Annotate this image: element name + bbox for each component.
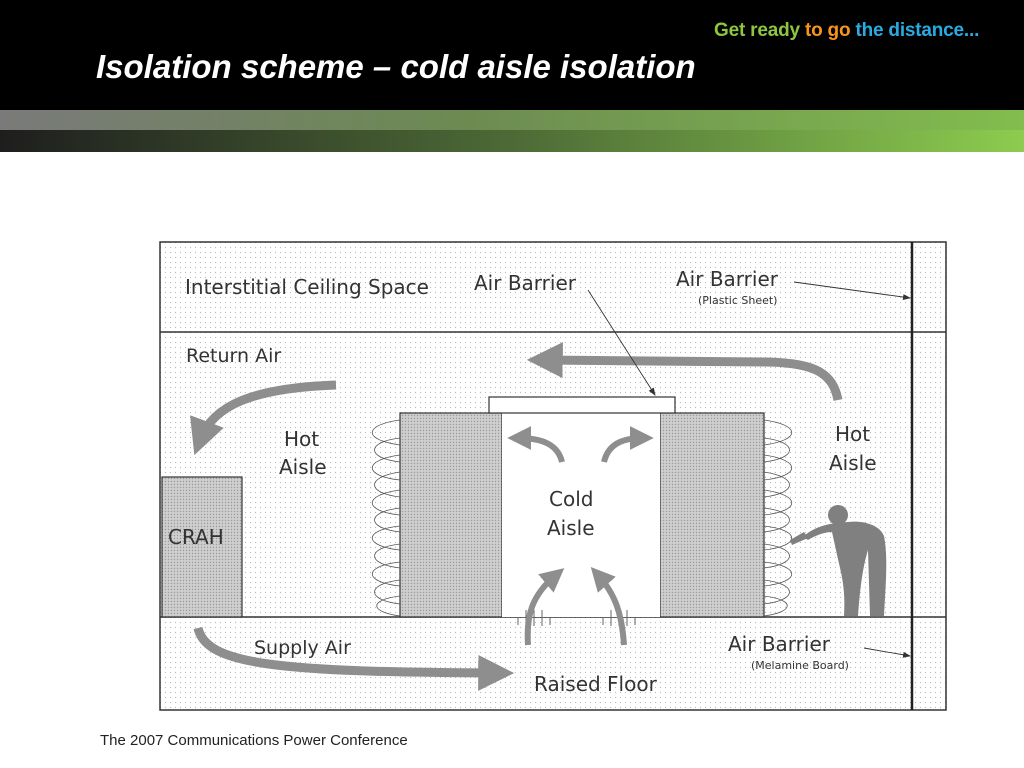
cable-coils-left: [371, 419, 401, 617]
slide-title: Isolation scheme – cold aisle isolation: [96, 48, 696, 85]
tagline: Get ready to go the distance...: [714, 20, 979, 42]
label-cold-aisle-2: Aisle: [547, 516, 595, 540]
supply-air-arrow: [193, 626, 515, 691]
label-return-air: Return Air: [186, 345, 281, 367]
cable-coils-right: [763, 419, 793, 617]
accent-band-lower: [0, 130, 1024, 152]
tagline-part-2: to go: [804, 20, 856, 41]
footer-text: The 2007 Communications Power Conference: [100, 732, 408, 749]
label-hot-aisle-right-1: Hot: [835, 422, 870, 446]
cold-flow-arrow-left: [507, 426, 565, 463]
hot-aisle-return-arrow: [526, 342, 843, 402]
label-hot-aisle-left-2: Aisle: [279, 455, 327, 479]
accent-band: [0, 110, 1024, 130]
cold-flow-arrow-right: [601, 426, 654, 463]
label-cold-aisle-1: Cold: [549, 487, 593, 511]
label-crah: CRAH: [168, 525, 224, 549]
label-air-barrier-top: Air Barrier: [474, 271, 577, 295]
air-barrier-top-plate: [488, 396, 676, 414]
cold-aisle-space: [502, 413, 660, 617]
isolation-diagram: Interstitial Ceiling Space Air Barrier A…: [159, 241, 947, 711]
tagline-part-1: Get ready: [714, 20, 805, 41]
floor-vent-left: [517, 610, 551, 626]
label-air-barrier-right: Air Barrier: [676, 267, 779, 291]
crah-unit: [161, 476, 243, 618]
tagline-part-3: the distance...: [855, 20, 980, 41]
label-raised-floor: Raised Floor: [534, 672, 658, 696]
label-plastic-sheet: (Plastic Sheet): [698, 294, 777, 307]
floor-rise-arrow-left: [524, 568, 565, 646]
return-air-arrow: [190, 380, 337, 456]
label-hot-aisle-left-1: Hot: [284, 427, 319, 451]
label-supply-air: Supply Air: [254, 637, 351, 659]
leader-lines: [587, 281, 911, 658]
header-bar: [0, 0, 1024, 110]
rack-left: [399, 412, 503, 618]
label-hot-aisle-right-2: Aisle: [829, 451, 877, 475]
airflow-arrows: [190, 342, 843, 691]
label-interstitial-ceiling: Interstitial Ceiling Space: [185, 275, 429, 299]
rack-right: [659, 412, 765, 618]
label-melamine-board: (Melamine Board): [751, 659, 849, 672]
floor-rise-arrow-right: [590, 566, 627, 646]
technician-silhouette: [790, 505, 887, 616]
label-air-barrier-floor: Air Barrier: [728, 632, 831, 656]
